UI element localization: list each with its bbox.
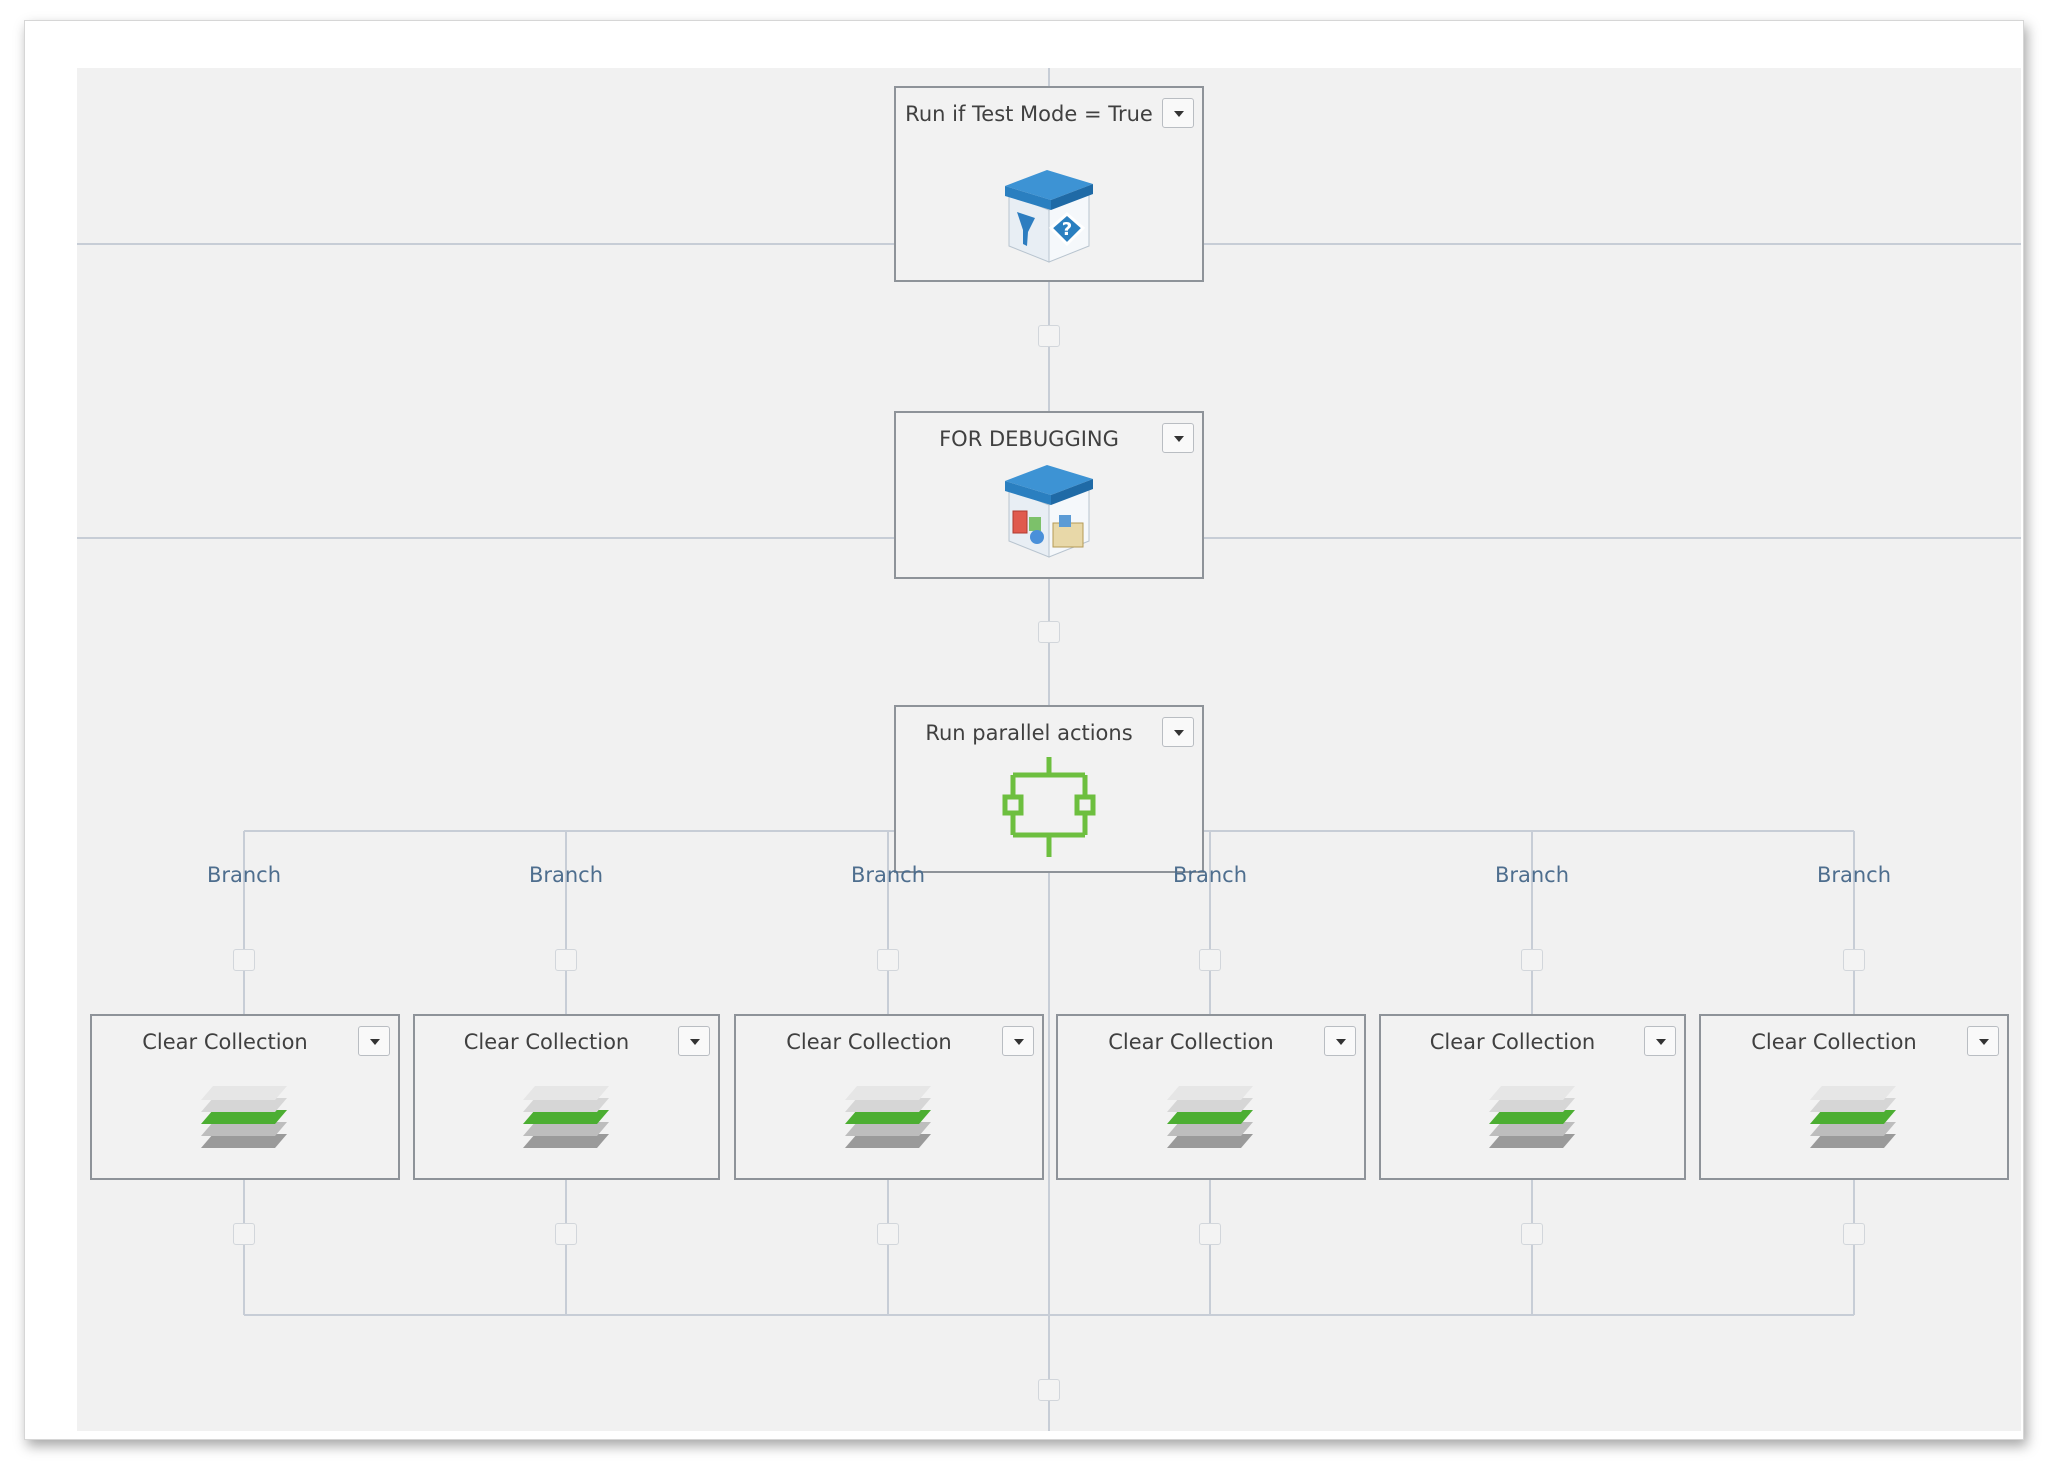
insert-action-connector[interactable]: [1843, 949, 1865, 971]
action-clear-collection[interactable]: Clear Collection: [1379, 1014, 1686, 1180]
insert-action-connector[interactable]: [1038, 1379, 1060, 1401]
action-clear-collection[interactable]: Clear Collection: [413, 1014, 720, 1180]
action-menu-button[interactable]: [1162, 98, 1194, 128]
action-title: Run if Test Mode = True: [905, 102, 1153, 126]
insert-action-connector[interactable]: [233, 1223, 255, 1245]
insert-action-connector[interactable]: [233, 949, 255, 971]
branch-label[interactable]: Branch: [1816, 863, 1892, 887]
action-title: FOR DEBUGGING: [939, 427, 1119, 451]
action-menu-button[interactable]: [1967, 1026, 1999, 1056]
action-clear-collection[interactable]: Clear Collection: [90, 1014, 400, 1180]
workflow-designer-canvas: Run if Test Mode = True ? FOR DEBUGGING: [77, 68, 2021, 1431]
action-clear-collection[interactable]: Clear Collection: [1056, 1014, 1366, 1180]
action-title: Run parallel actions: [925, 721, 1133, 745]
insert-action-connector[interactable]: [1521, 949, 1543, 971]
insert-action-connector[interactable]: [1199, 949, 1221, 971]
action-title: Clear Collection: [1108, 1030, 1274, 1054]
action-title: Clear Collection: [463, 1030, 630, 1054]
action-menu-button[interactable]: [1644, 1026, 1676, 1056]
action-menu-button[interactable]: [678, 1026, 710, 1056]
insert-action-connector[interactable]: [1521, 1223, 1543, 1245]
branch-label[interactable]: Branch: [1172, 863, 1248, 887]
action-menu-button[interactable]: [1324, 1026, 1356, 1056]
parallel-actions-icon: [1002, 757, 1096, 857]
action-menu-button[interactable]: [1002, 1026, 1034, 1056]
insert-action-connector[interactable]: [555, 949, 577, 971]
branch-label[interactable]: Branch: [1494, 863, 1570, 887]
action-for-debugging[interactable]: FOR DEBUGGING: [894, 411, 1204, 579]
insert-action-connector[interactable]: [1038, 325, 1060, 347]
action-set-box-icon: [1005, 465, 1093, 558]
action-menu-button[interactable]: [1162, 717, 1194, 747]
insert-action-connector[interactable]: [1843, 1223, 1865, 1245]
action-run-parallel[interactable]: Run parallel actions: [894, 705, 1204, 873]
insert-action-connector[interactable]: [877, 1223, 899, 1245]
condition-box-icon: ?: [1005, 170, 1093, 263]
action-title: Clear Collection: [142, 1030, 308, 1054]
svg-text:?: ?: [1062, 219, 1072, 240]
branch-label[interactable]: Branch: [206, 863, 282, 887]
collection-layers-icon: [845, 1086, 931, 1148]
insert-action-connector[interactable]: [877, 949, 899, 971]
action-title: Clear Collection: [1429, 1030, 1596, 1054]
insert-action-connector[interactable]: [1199, 1223, 1221, 1245]
action-run-if-test-mode[interactable]: Run if Test Mode = True ?: [894, 86, 1204, 282]
insert-action-connector[interactable]: [555, 1223, 577, 1245]
action-clear-collection[interactable]: Clear Collection: [734, 1014, 1044, 1180]
collection-layers-icon: [201, 1086, 287, 1148]
branch-label[interactable]: Branch: [528, 863, 604, 887]
collection-layers-icon: [1167, 1086, 1253, 1148]
action-clear-collection[interactable]: Clear Collection: [1699, 1014, 2009, 1180]
action-menu-button[interactable]: [1162, 423, 1194, 453]
collection-layers-icon: [522, 1086, 609, 1148]
screenshot-frame: Run if Test Mode = True ? FOR DEBUGGING: [24, 20, 2024, 1440]
action-title: Clear Collection: [1751, 1030, 1917, 1054]
collection-layers-icon: [1488, 1086, 1575, 1148]
action-title: Clear Collection: [786, 1030, 952, 1054]
insert-action-connector[interactable]: [1038, 621, 1060, 643]
action-menu-button[interactable]: [358, 1026, 390, 1056]
collection-layers-icon: [1810, 1086, 1896, 1148]
branch-label[interactable]: Branch: [850, 863, 926, 887]
